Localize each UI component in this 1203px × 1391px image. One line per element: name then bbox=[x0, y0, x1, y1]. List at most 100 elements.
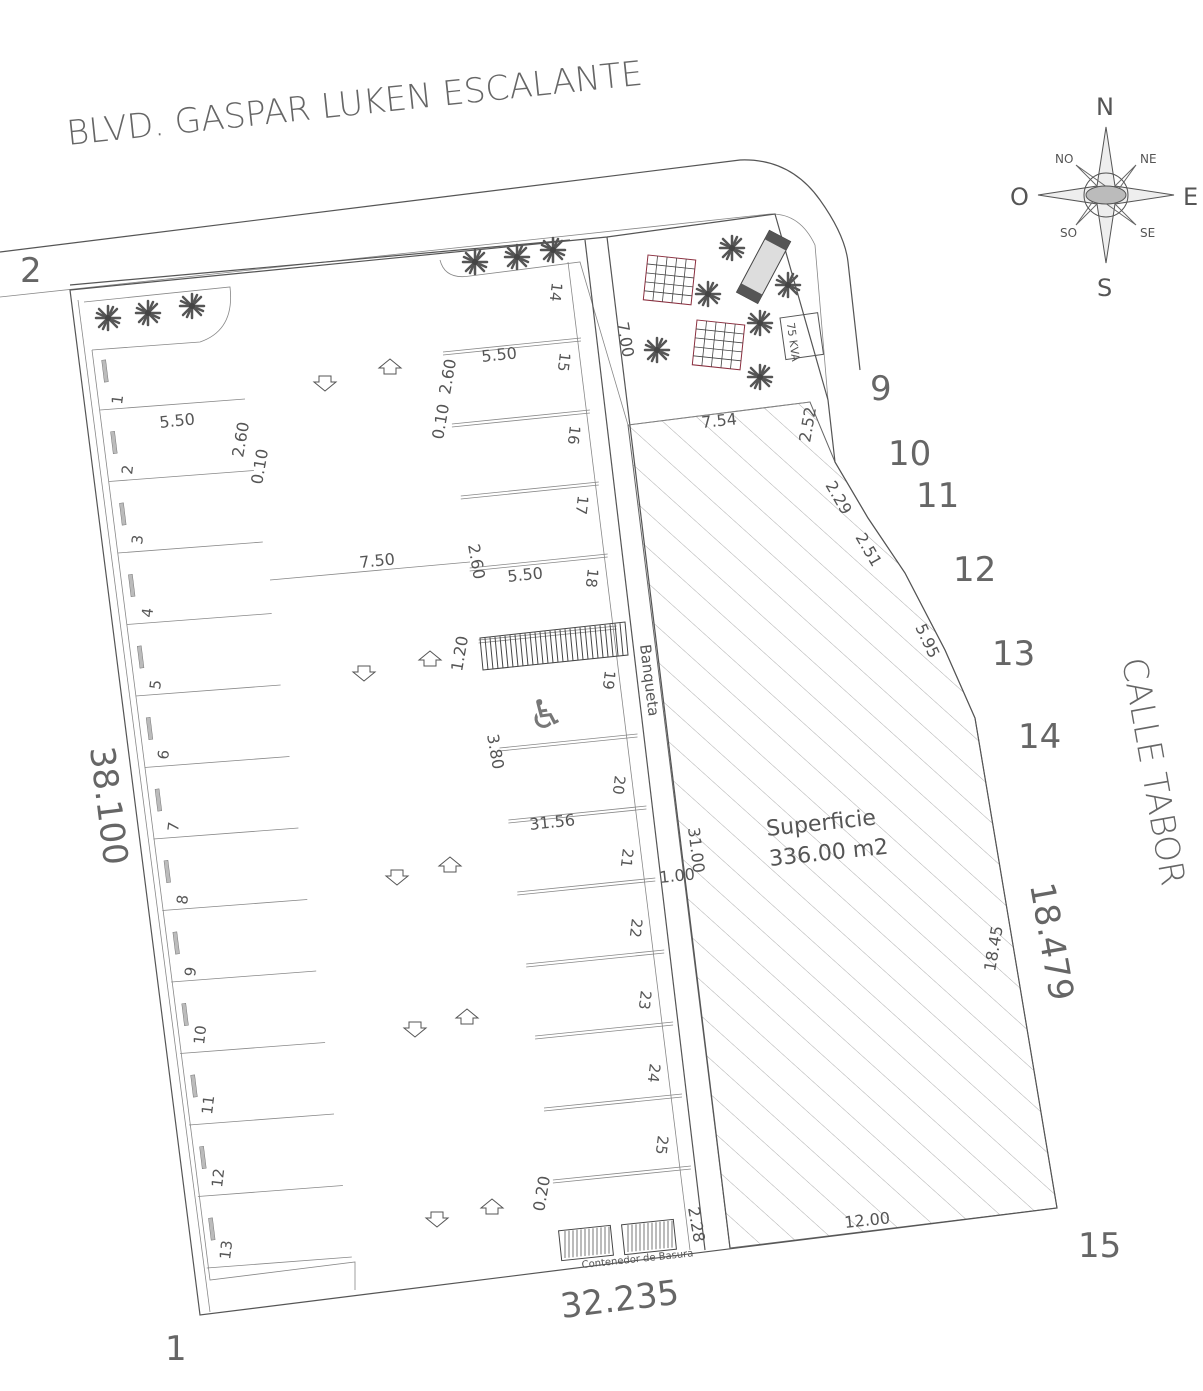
trash-container bbox=[558, 1218, 677, 1262]
stall-line bbox=[99, 398, 246, 411]
dimension-1200: 12.00 bbox=[843, 1208, 891, 1232]
compass-no: NO bbox=[1055, 152, 1073, 166]
stall-line bbox=[117, 541, 263, 554]
stall-number: 15 bbox=[554, 352, 574, 373]
stall-line bbox=[499, 733, 638, 749]
stall-number: 19 bbox=[599, 670, 619, 691]
compass-se: SE bbox=[1140, 226, 1155, 240]
dimension-260c: 2.60 bbox=[464, 542, 489, 580]
vertex-10: 10 bbox=[888, 434, 931, 474]
east-dimension: 18.479 bbox=[1021, 880, 1081, 1004]
dimension-260a: 2.60 bbox=[228, 420, 253, 458]
vertex-13: 13 bbox=[992, 634, 1035, 674]
wheelchair-icon: ♿ bbox=[525, 689, 567, 740]
stall-number: 13 bbox=[216, 1239, 236, 1260]
compass-so: SO bbox=[1060, 226, 1077, 240]
stall-numbers: 1234567891011121314151617181920212223242… bbox=[108, 282, 672, 1261]
stall-line bbox=[162, 899, 308, 911]
arrow-down-icon bbox=[384, 869, 410, 886]
compass-ne: NE bbox=[1140, 152, 1157, 166]
south-dimension: 32.235 bbox=[558, 1273, 681, 1327]
stall-number: 11 bbox=[198, 1094, 218, 1115]
arrow-up-icon bbox=[454, 1008, 480, 1025]
stall-line bbox=[460, 481, 599, 497]
dimension-550b: 5.50 bbox=[480, 343, 517, 366]
stall-number: 12 bbox=[208, 1167, 228, 1188]
stall-line bbox=[543, 1093, 683, 1109]
stall-number: 2 bbox=[118, 464, 137, 476]
arrow-up-icon bbox=[479, 1198, 505, 1215]
stall-line bbox=[535, 1021, 674, 1037]
stall-number: 14 bbox=[546, 282, 566, 303]
stall-line bbox=[108, 470, 254, 482]
stall-number: 17 bbox=[572, 495, 592, 516]
arrow-down-icon bbox=[402, 1021, 428, 1038]
dimension-700: 7.00 bbox=[613, 320, 638, 358]
vertex-12: 12 bbox=[953, 550, 996, 590]
stall-line bbox=[469, 553, 608, 569]
vertex-2: 2 bbox=[20, 251, 42, 291]
stall-number: 22 bbox=[626, 918, 646, 939]
stall-line bbox=[135, 684, 281, 697]
boulevard-street bbox=[0, 159, 861, 401]
stall-line bbox=[144, 756, 290, 768]
stall-line bbox=[517, 877, 656, 893]
stall-line bbox=[171, 970, 317, 983]
stall-line bbox=[478, 625, 617, 641]
tile-pad bbox=[642, 254, 697, 306]
vertex-9: 9 bbox=[870, 369, 892, 409]
east-street-label: CALLE TABOR bbox=[1113, 655, 1192, 889]
left-stall-lines bbox=[99, 359, 352, 1269]
right-stall-lines bbox=[442, 337, 691, 1184]
dimension-010b: 0.10 bbox=[428, 402, 453, 440]
stall-number: 8 bbox=[173, 894, 192, 906]
stall-line bbox=[526, 949, 665, 965]
stall-line bbox=[206, 1256, 352, 1269]
stall-line bbox=[451, 409, 590, 425]
arrow-down-icon bbox=[312, 375, 338, 392]
stall-number: 21 bbox=[617, 848, 637, 869]
stall-number: 3 bbox=[128, 534, 147, 546]
lot-boundary bbox=[69, 213, 1058, 1316]
stall-number: 20 bbox=[609, 775, 629, 796]
parking-lines bbox=[69, 236, 811, 1313]
trash-label: Contenedor de Basura bbox=[581, 1248, 694, 1271]
stall-number: 18 bbox=[582, 568, 602, 589]
vertex-15: 15 bbox=[1078, 1226, 1121, 1266]
arrow-up-icon bbox=[417, 650, 443, 667]
stall-number: 25 bbox=[652, 1135, 672, 1156]
arrow-up-icon bbox=[377, 358, 403, 375]
dimension-754: 7.54 bbox=[700, 409, 737, 432]
tile-pad bbox=[691, 319, 746, 371]
dimension-260b: 2.60 bbox=[435, 357, 460, 395]
stall-line bbox=[508, 805, 647, 821]
stall-line bbox=[188, 1113, 335, 1126]
stall-line bbox=[180, 1042, 326, 1054]
vertex-labels: 1 2 9 10 11 12 13 14 15 bbox=[20, 251, 1121, 1369]
dimension-750: 7.50 bbox=[358, 549, 395, 572]
stall-number: 6 bbox=[154, 749, 173, 761]
compass-e: E bbox=[1183, 183, 1198, 211]
stall-number: 24 bbox=[644, 1063, 664, 1084]
dimension-550a: 5.50 bbox=[158, 409, 195, 432]
transformer: 75 KVA bbox=[779, 312, 825, 363]
dimension-120: 1.20 bbox=[447, 634, 472, 672]
vertex-1: 1 bbox=[165, 1329, 187, 1369]
arrow-down-icon bbox=[424, 1211, 450, 1228]
west-dimension: 38.100 bbox=[81, 744, 135, 867]
boulevard-title: BLVD. GASPAR LUKEN ESCALANTE bbox=[65, 54, 645, 154]
stall-number: 7 bbox=[164, 821, 183, 833]
compass-labels: N S E O NE NO SE SO bbox=[1010, 93, 1198, 302]
dimension-228: 2.28 bbox=[684, 1205, 709, 1243]
transformer-label: 75 KVA bbox=[784, 322, 802, 363]
arrow-down-icon bbox=[351, 665, 377, 682]
stall-line bbox=[153, 827, 299, 840]
compass-w: O bbox=[1010, 183, 1029, 211]
stall-number: 23 bbox=[635, 990, 655, 1011]
compass-s: S bbox=[1097, 274, 1112, 302]
dimension-3156: 31.56 bbox=[528, 810, 576, 834]
dimension-line bbox=[269, 561, 471, 581]
stall-line bbox=[197, 1185, 343, 1197]
